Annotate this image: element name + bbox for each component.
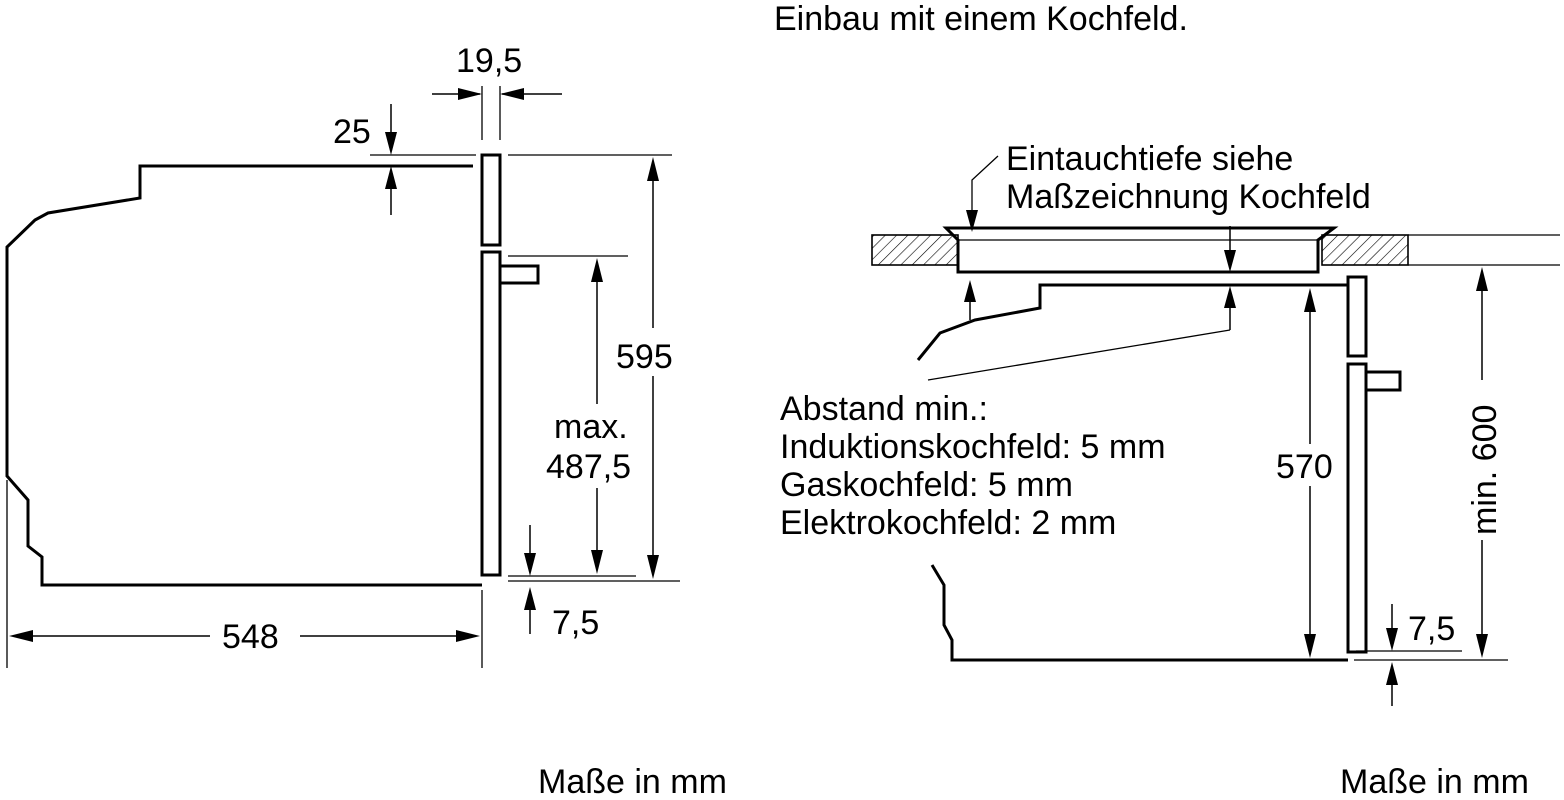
left-oven-knob bbox=[500, 264, 540, 285]
note-line-2: Maßzeichnung Kochfeld bbox=[1006, 178, 1371, 216]
left-oven-front-panel bbox=[480, 153, 502, 247]
left-label-bg bbox=[612, 328, 694, 376]
right-arrow-up bbox=[1304, 288, 1316, 312]
right-units-label: Maße in mm bbox=[1340, 763, 1529, 800]
note-line-1: Eintauchtiefe siehe bbox=[1006, 140, 1293, 178]
right-arrow-down bbox=[1386, 628, 1398, 651]
right-dim-niche: min. 600 bbox=[1466, 405, 1504, 535]
distance-item: Elektrokochfeld: 2 mm bbox=[780, 504, 1116, 542]
left-arrow-down bbox=[647, 555, 659, 579]
left-units-label: Maße in mm bbox=[538, 763, 727, 800]
right-oven-front-panel bbox=[1346, 275, 1368, 358]
cooktop-outline bbox=[942, 226, 1339, 274]
left-oven-body-outline bbox=[5, 164, 482, 587]
left-arrow-up bbox=[647, 157, 659, 181]
left-dim-top-gap: 19,5 bbox=[456, 42, 522, 80]
gap-arrow-down bbox=[1224, 250, 1236, 272]
left-arrow-down bbox=[524, 553, 536, 576]
right-dim-height: 570 bbox=[1276, 448, 1333, 486]
left-dim-depth: 548 bbox=[222, 618, 279, 656]
right-oven-knob bbox=[1366, 370, 1402, 392]
left-arrow-right bbox=[456, 630, 480, 642]
note-arrow-down bbox=[966, 210, 978, 232]
right-arrow-up bbox=[1386, 662, 1398, 685]
right-label-bg bbox=[1274, 444, 1344, 486]
left-dim-max-label: max. bbox=[554, 408, 628, 446]
distance-item: Induktionskochfeld: 5 mm bbox=[780, 428, 1166, 466]
distance-title: Abstand min.: bbox=[780, 390, 988, 428]
gap-arrow-up bbox=[1224, 286, 1236, 308]
left-arrow-up bbox=[524, 587, 536, 610]
right-label-bg bbox=[1462, 380, 1502, 540]
note-leader-line bbox=[971, 155, 999, 220]
right-title: Einbau mit einem Kochfeld. bbox=[774, 0, 1188, 38]
left-dim-max-value: 487,5 bbox=[546, 448, 631, 486]
right-oven-door bbox=[1346, 362, 1368, 654]
left-side-view: 19,5 25 595 max. 487,5 7,5 bbox=[5, 42, 727, 800]
right-arrow-down bbox=[1476, 634, 1488, 658]
worktop-left-section bbox=[871, 234, 959, 266]
right-arrow-up bbox=[1476, 267, 1488, 291]
distance-leader-line bbox=[927, 329, 1231, 381]
left-label-bg bbox=[544, 404, 648, 488]
left-arrow-left bbox=[9, 630, 33, 642]
right-dim-bottom-offset: 7,5 bbox=[1408, 610, 1455, 648]
left-arrow-up bbox=[591, 258, 603, 282]
left-arrow-left bbox=[500, 88, 524, 100]
distance-text-bg bbox=[776, 390, 1236, 540]
worktop-right-section bbox=[1321, 234, 1409, 266]
gap-arrow-up bbox=[964, 280, 976, 302]
left-arrow-right bbox=[458, 88, 482, 100]
distance-item: Gaskochfeld: 5 mm bbox=[780, 466, 1073, 504]
right-oven-top-outline bbox=[916, 283, 1348, 361]
left-dim-bottom-offset: 7,5 bbox=[552, 604, 599, 642]
left-dim-total-height: 595 bbox=[616, 338, 673, 376]
left-arrow-down bbox=[385, 132, 397, 155]
right-side-view: Einbau mit einem Kochfeld. Eintauchtiefe… bbox=[774, 0, 1560, 800]
right-arrow-down bbox=[1304, 634, 1316, 658]
left-oven-door bbox=[480, 250, 502, 577]
left-dim-top-offset: 25 bbox=[333, 113, 371, 151]
right-oven-bottom-outline bbox=[930, 564, 1348, 662]
left-arrow-down bbox=[591, 550, 603, 574]
left-arrow-up bbox=[385, 166, 397, 189]
